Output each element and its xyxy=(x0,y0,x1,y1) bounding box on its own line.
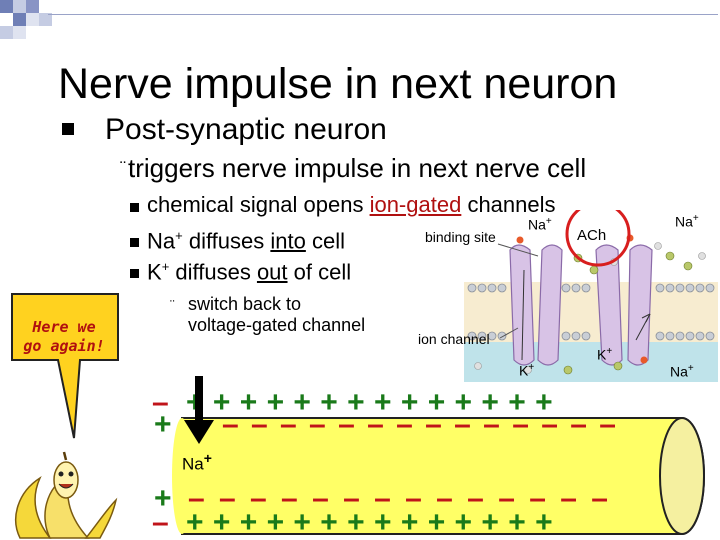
banana-character xyxy=(15,451,118,539)
corner-square-2 xyxy=(13,0,26,13)
level1-bullet xyxy=(62,123,74,135)
level4-line-2: voltage-gated channel xyxy=(188,315,366,335)
binding-site-label: binding site xyxy=(425,229,496,245)
ach-label: ACh xyxy=(577,227,607,244)
k-mid-label: K+ xyxy=(597,346,613,363)
corner-square-1 xyxy=(0,0,13,13)
axon-row3-left: + xyxy=(154,482,172,515)
level3-item-2: Na+ diffuses into cell xyxy=(147,228,345,254)
level2-text: triggers nerve impulse in next nerve cel… xyxy=(128,153,587,183)
corner-square-4 xyxy=(13,13,26,26)
level3-item-1: chemical signal opens ion-gated channels xyxy=(147,192,556,217)
speech-bubble xyxy=(11,293,119,439)
na-bottom-right-label: Na+ xyxy=(670,363,694,380)
level3-bullet-1 xyxy=(130,203,139,212)
level4-marker: ¨ xyxy=(170,297,175,313)
na-influx-arrow xyxy=(184,376,214,444)
level3-bullet-3 xyxy=(130,269,139,278)
ion-channel-label: ion channel xyxy=(418,331,490,347)
corner-square-7 xyxy=(13,26,26,39)
axon-row4-charges: + + + + + + + + + + + + + + xyxy=(186,506,553,539)
level3-bullet-2 xyxy=(130,238,139,247)
level4-line-1: switch back to xyxy=(188,294,302,314)
axon-row4-left: – xyxy=(152,506,169,539)
axon-cylinder xyxy=(172,417,705,535)
corner-square-3 xyxy=(26,0,39,13)
ion-gated-text: ion-gated xyxy=(369,192,462,217)
level3-item-3: K+ diffuses out of cell xyxy=(147,259,352,285)
k-right-label: K+ xyxy=(519,362,535,379)
level2-marker: ¨ xyxy=(120,158,126,178)
level2-item: ¨triggers nerve impulse in next nerve ce… xyxy=(120,153,586,184)
na-right-label: Na+ xyxy=(675,213,699,230)
level1-text: Post-synaptic neuron xyxy=(105,113,387,146)
axon-row1-left: – xyxy=(152,386,169,419)
axon-row1-charges: + + + + + + + + + + + + + + xyxy=(186,386,553,419)
axon-na-label: Na+ xyxy=(182,450,212,474)
page-title: Nerve impulse in next neuron xyxy=(58,60,618,108)
axon-row3-charges: – – – – – – – – – – – – – – xyxy=(188,482,608,515)
speech-bubble-text: Here we go again! xyxy=(23,318,105,355)
na-top-label: Na+ xyxy=(528,216,552,233)
axon-row2-left: + xyxy=(154,408,172,441)
axon-row2-charges: – – – – – – – – – – – – – – xyxy=(222,408,616,441)
corner-square-8 xyxy=(39,13,52,26)
corner-square-6 xyxy=(0,26,13,39)
corner-square-5 xyxy=(26,13,39,26)
title-rule xyxy=(48,14,718,15)
ion-channel-diagram xyxy=(464,210,718,382)
